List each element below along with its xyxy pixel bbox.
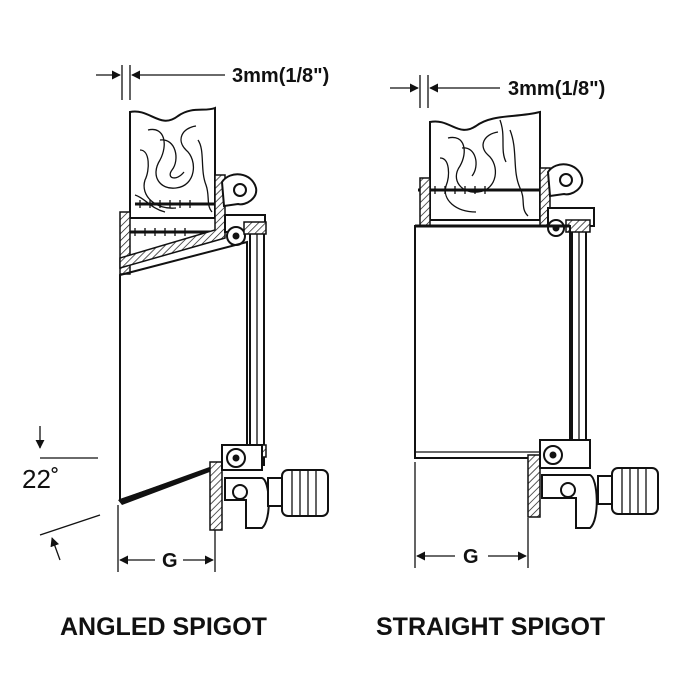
left-gap-label: 3mm(1/8") <box>232 65 329 87</box>
left-top-flange <box>119 174 226 269</box>
left-clamp-knob <box>267 469 329 517</box>
angled-spigot-panel: 3mm(1/8") <box>22 65 329 641</box>
angle-dimension: 22˚ <box>22 426 101 561</box>
right-width-label: G <box>463 546 479 568</box>
left-bottom-hinge <box>221 444 270 529</box>
left-width-dimension: G <box>117 505 216 572</box>
straight-spigot-caption: STRAIGHT SPIGOT <box>376 613 605 641</box>
right-gap-label: 3mm(1/8") <box>508 78 605 100</box>
right-wood-section <box>418 110 541 221</box>
right-bottom-post <box>527 454 541 518</box>
left-bottom-post <box>209 461 223 531</box>
right-gap-dimension: 3mm(1/8") <box>390 75 605 108</box>
left-gap-dimension: 3mm(1/8") <box>96 65 329 100</box>
right-bottom-hinge <box>539 439 598 529</box>
straight-spigot-body <box>414 225 571 459</box>
right-frame-post-left <box>419 177 431 227</box>
angle-label: 22˚ <box>22 464 60 494</box>
left-bottom-flange <box>118 465 215 505</box>
straight-spigot-panel: 3mm(1/8") <box>376 75 659 641</box>
left-width-label: G <box>162 550 178 572</box>
left-wood-section <box>128 106 222 236</box>
angled-spigot-caption: ANGLED SPIGOT <box>60 613 267 641</box>
right-top-hinge <box>546 163 595 237</box>
right-clamp-knob <box>597 467 659 515</box>
right-width-dimension: G <box>414 462 529 568</box>
